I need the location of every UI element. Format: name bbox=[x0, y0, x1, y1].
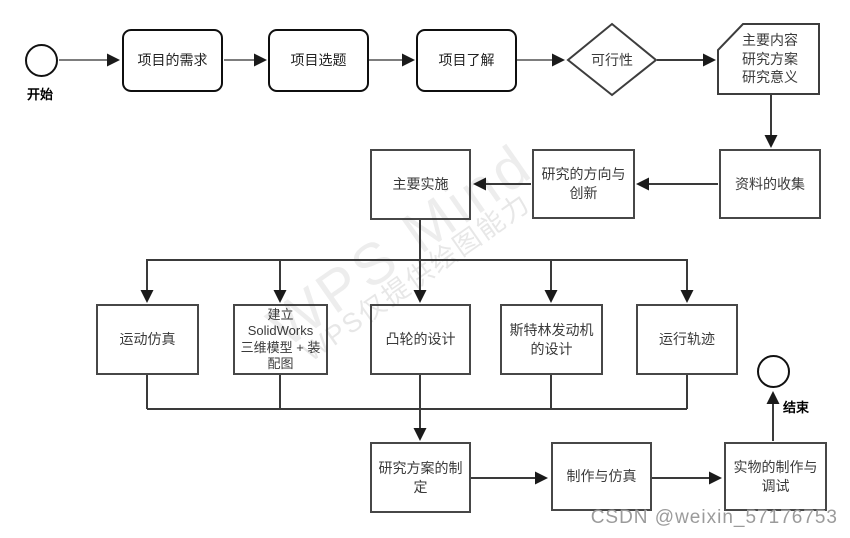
node-collect-data: 资料的收集 bbox=[719, 149, 821, 219]
node-project-understand: 项目了解 bbox=[416, 29, 517, 92]
node-solidworks-model: 建立 SolidWorks 三维模型 + 装 配图 bbox=[233, 304, 328, 375]
content-card-shape bbox=[717, 23, 820, 95]
start-label: 开始 bbox=[27, 87, 54, 102]
end-label: 结束 bbox=[783, 400, 810, 415]
node-cam-design: 凸轮的设计 bbox=[370, 304, 471, 375]
node-motion-simulation: 运动仿真 bbox=[96, 304, 199, 375]
node-make-simulate: 制作与仿真 bbox=[551, 442, 652, 511]
node-build-debug: 实物的制作与 调试 bbox=[724, 442, 827, 511]
node-project-topic: 项目选题 bbox=[268, 29, 369, 92]
node-project-need: 项目的需求 bbox=[122, 29, 223, 92]
start-terminator bbox=[25, 44, 58, 77]
node-running-track: 运行轨迹 bbox=[636, 304, 738, 375]
csdn-credit-watermark: CSDN @weixin_57176753 bbox=[590, 507, 838, 528]
node-research-plan: 研究方案的制 定 bbox=[370, 442, 471, 513]
node-main-implementation: 主要实施 bbox=[370, 149, 471, 220]
node-research-direction: 研究的方向与 创新 bbox=[532, 149, 635, 219]
end-terminator bbox=[757, 355, 790, 388]
decision-diamond-shape bbox=[566, 22, 658, 97]
node-stirling-engine-design: 斯特林发动机 的设计 bbox=[500, 304, 603, 375]
